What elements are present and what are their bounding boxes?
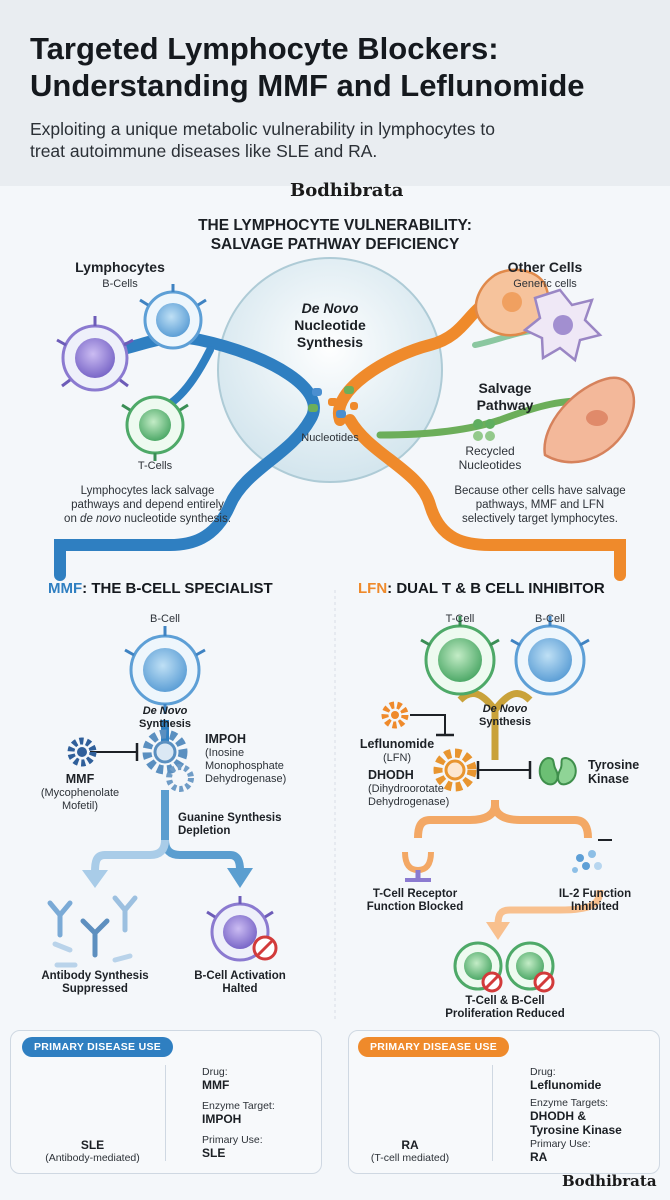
proliferation-label: T-Cell & B-Cell Proliferation Reduced bbox=[445, 995, 565, 1020]
lfn-heading: LFN: DUAL T & B CELL INHIBITOR bbox=[358, 580, 605, 597]
il2-molecules-icon bbox=[572, 850, 602, 873]
sle-drug: MMF bbox=[202, 1078, 230, 1092]
lfn-t-cell-label: T-Cell bbox=[445, 613, 475, 625]
leflunomide-gear-icon bbox=[381, 701, 409, 729]
mmf-gear-icon bbox=[67, 737, 97, 767]
ra-drug: Leflunomide bbox=[530, 1078, 602, 1092]
left-note: Lymphocytes lack salvage pathways and de… bbox=[64, 485, 231, 525]
tcr-blocked-icon bbox=[402, 851, 434, 882]
guanine-label: Guanine Synthesis Depletion bbox=[178, 812, 282, 837]
vulnerability-heading: THE LYMPHOCYTE VULNERABILITY: SALVAGE PA… bbox=[198, 217, 472, 253]
ra-drug-label: Drug: bbox=[530, 1066, 556, 1078]
recycled-nucleotides-label: Recycled Nucleotides bbox=[458, 444, 522, 472]
generic-cells-label: Generic cells bbox=[513, 278, 577, 290]
recycled-dots bbox=[473, 419, 495, 441]
il2-label: IL-2 Function Inhibited bbox=[558, 888, 632, 913]
tyrosine-kinase-icon bbox=[538, 756, 577, 786]
ra-label: RA bbox=[401, 1138, 419, 1152]
other-cells-title: Other Cells bbox=[507, 259, 583, 275]
nucleotide-dots bbox=[308, 386, 358, 418]
lfn-denovo-label: De Novo Synthesis bbox=[479, 703, 531, 728]
de-novo-bubble bbox=[217, 257, 443, 483]
lfn-b-cell-label: B-Cell bbox=[535, 613, 565, 625]
antibody-icons bbox=[47, 895, 138, 968]
ra-note: (T-cell mediated) bbox=[370, 1152, 450, 1164]
panel-ra-divider bbox=[492, 1065, 493, 1161]
impoh-full-name: (Inosine Monophosphate Dehydrogenase) bbox=[205, 747, 287, 785]
panel-sle-tag: PRIMARY DISEASE USE bbox=[22, 1037, 174, 1057]
b-cells-label: B-Cells bbox=[102, 278, 138, 290]
impoh-label: IMPOH bbox=[205, 732, 246, 746]
spindle-cell-icon bbox=[543, 376, 636, 464]
dhodh-label: DHODH bbox=[368, 768, 414, 782]
il2-arrow bbox=[494, 889, 604, 926]
lfn-abbr: (LFN) bbox=[382, 752, 412, 764]
lfn-t-cell-icon bbox=[420, 616, 500, 696]
sle-enzyme-label: Enzyme Target: bbox=[202, 1100, 275, 1112]
page-subtitle: Exploiting a unique metabolic vulnerabil… bbox=[30, 119, 495, 161]
mmf-b-cell-label: B-Cell bbox=[150, 613, 180, 625]
purple-star-cell-icon bbox=[522, 288, 603, 363]
mmf-denovo-label: De Novo Synthesis bbox=[139, 705, 191, 730]
dhodh-full-name: (Dihydroorotate Dehydrogenase) bbox=[368, 783, 450, 808]
page-title: Targeted Lymphocyte Blockers: Understand… bbox=[30, 31, 585, 103]
t-cell-icon bbox=[121, 395, 189, 461]
lymphocytes-title: Lymphocytes bbox=[75, 259, 165, 275]
mmf-full-name: (Mycophenolate Mofetil) bbox=[40, 787, 120, 812]
mmf-b-cell-icon bbox=[124, 626, 206, 714]
mmf-label: MMF bbox=[65, 772, 95, 786]
panel-ra-tag: PRIMARY DISEASE USE bbox=[358, 1037, 510, 1057]
tcr-label: T-Cell Receptor Function Blocked bbox=[366, 888, 464, 913]
orange-cell-icon bbox=[474, 268, 550, 337]
salvage-pathway-label: Salvage Pathway bbox=[476, 380, 534, 413]
mmf-heading: MMF: THE B-CELL SPECIALIST bbox=[48, 580, 273, 597]
de-novo-label: De Novo Nucleotide Synthesis bbox=[294, 300, 366, 350]
watermark-top: Bodhibrata bbox=[290, 180, 404, 201]
t-cells-label: T-Cells bbox=[137, 460, 173, 472]
purple-cell-icon bbox=[56, 316, 134, 392]
b-cell-icon bbox=[139, 284, 207, 350]
sle-drug-label: Drug: bbox=[202, 1066, 228, 1078]
ra-enzyme-label: Enzyme Targets: bbox=[530, 1097, 609, 1109]
halted-b-cell-icon bbox=[206, 896, 278, 962]
antibody-label: Antibody Synthesis Suppressed bbox=[41, 970, 149, 995]
sle-use-label: Primary Use: bbox=[202, 1134, 263, 1146]
tyrosine-kinase-label: Tyrosine Kinase bbox=[588, 758, 640, 786]
sle-note: (Antibody-mediated) bbox=[45, 1152, 140, 1164]
nucleotides-label: Nucleotides bbox=[301, 432, 359, 444]
sle-use: SLE bbox=[202, 1146, 226, 1160]
panel-sle-divider bbox=[165, 1065, 166, 1161]
ra-use-label: Primary Use: bbox=[530, 1138, 591, 1150]
activation-label: B-Cell Activation Halted bbox=[194, 970, 286, 995]
proliferation-cells-icon bbox=[453, 941, 555, 993]
lfn-b-cell-icon bbox=[510, 616, 590, 696]
leflunomide-label: Leflunomide bbox=[359, 737, 435, 751]
ra-use: RA bbox=[530, 1150, 548, 1164]
ra-enzyme: DHODH & Tyrosine Kinase bbox=[530, 1109, 622, 1137]
impoh-gear-icon bbox=[142, 729, 194, 792]
sle-label: SLE bbox=[80, 1138, 105, 1152]
watermark-bottom: Bodhibrata bbox=[562, 1172, 657, 1190]
right-note: Because other cells have salvage pathway… bbox=[454, 485, 626, 525]
dhodh-gear-icon bbox=[433, 748, 477, 792]
sle-enzyme: IMPOH bbox=[202, 1112, 242, 1126]
header-banner bbox=[0, 0, 670, 186]
